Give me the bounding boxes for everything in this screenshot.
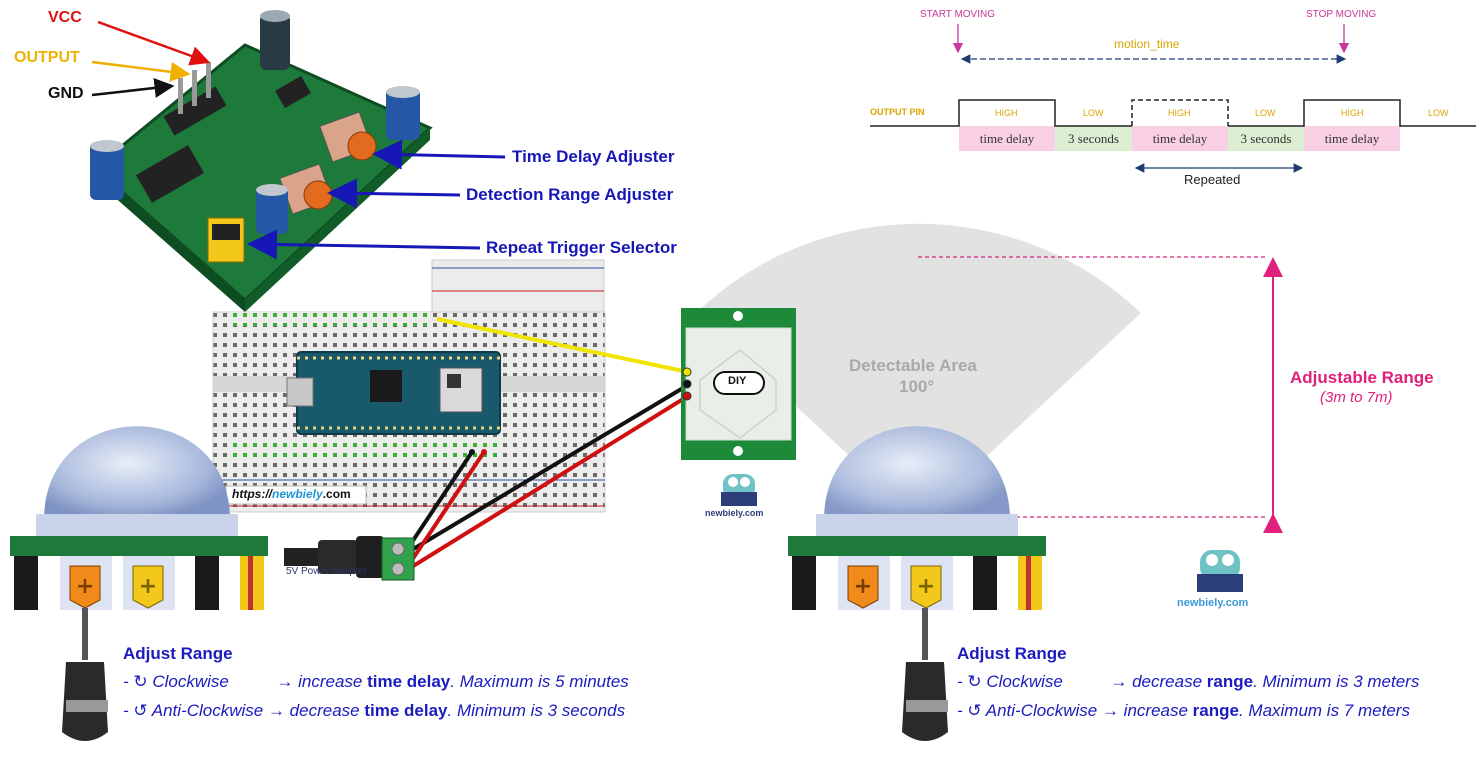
bullet: -	[123, 672, 134, 691]
screwdriver-left	[62, 608, 108, 741]
bullet: -	[957, 672, 968, 691]
adjustable-range-label: Adjustable Range	[1290, 368, 1434, 387]
anticlockwise-icon: ↺	[967, 701, 982, 720]
cw-bold: time delay	[367, 672, 451, 691]
detect-angle-label: 100°	[899, 377, 935, 396]
vcc-wire	[408, 394, 690, 570]
right-adjust-title: Adjust Range	[957, 644, 1067, 663]
acw-action: → decrease	[267, 701, 360, 720]
svg-text:+: +	[917, 574, 935, 599]
output-pin-label: OUTPUT PIN	[870, 107, 925, 117]
stop-moving-label: STOP MOVING	[1306, 9, 1377, 20]
motion-time-label: motion_time	[1114, 37, 1180, 51]
bullet: -	[123, 701, 134, 720]
state-label-2: LOW	[1083, 108, 1104, 118]
diy-logo: DIY	[728, 375, 747, 387]
acw-bold: time delay	[364, 701, 448, 720]
output-label: OUTPUT	[14, 49, 80, 66]
newbiely-watermark-right: newbiely.com	[1177, 597, 1249, 609]
state-label-3: HIGH	[1168, 108, 1191, 118]
url-suffix: .com	[322, 487, 351, 501]
newbiely-url: https://newbiely.com	[232, 487, 351, 501]
box-3-seconds-2: 3 seconds	[1240, 131, 1292, 146]
start-moving-label: START MOVING	[920, 9, 996, 20]
adjustable-range-sub: (3m to 7m)	[1320, 389, 1393, 406]
vcc-label: VCC	[48, 9, 82, 26]
url-brand: newbiely	[272, 487, 323, 501]
anticlockwise-icon: ↺	[133, 701, 148, 720]
box-3-seconds-1: 3 seconds	[1068, 131, 1119, 146]
state-label-5: HIGH	[1341, 108, 1364, 118]
gnd-wire	[408, 383, 690, 553]
acw-label: Anti-Clockwise	[151, 701, 264, 720]
url-prefix: https://	[232, 487, 272, 501]
repeated-label: Repeated	[1184, 172, 1241, 187]
breadboard	[212, 259, 606, 513]
clockwise-icon: ↻	[133, 672, 148, 691]
time-delay-arrow	[372, 139, 506, 170]
right-adjust-cw-line: - ↻ Clockwise → decrease range. Minimum i…	[957, 672, 1419, 692]
state-label-6: LOW	[1428, 108, 1449, 118]
gnd-arrow	[91, 78, 175, 98]
cw-action: → increase	[276, 672, 363, 691]
box-time-delay-1: time delay	[979, 131, 1035, 146]
pir-module-board	[90, 10, 433, 312]
pir-dome-right: + +	[788, 426, 1046, 610]
output-arrow	[91, 60, 191, 82]
pir-sensor-front	[681, 308, 796, 460]
detectable-area-fan	[696, 223, 1141, 521]
range-arrow	[327, 178, 461, 209]
svg-text:+: +	[76, 574, 94, 599]
cw-bold: range	[1206, 672, 1254, 691]
acw-label: Anti-Clockwise	[985, 701, 1098, 720]
acw-rest: . Maximum is 7 meters	[1238, 701, 1410, 720]
box-time-delay-3: time delay	[1324, 131, 1380, 146]
box-time-delay-2: time delay	[1152, 131, 1208, 146]
repeat-trigger-selector-label: Repeat Trigger Selector	[486, 238, 677, 257]
owl-logo-mid	[721, 474, 757, 506]
detectable-area-label: Detectable Area	[849, 356, 977, 375]
newbiely-watermark-mid: newbiely.com	[705, 508, 764, 518]
gnd-wire-board	[406, 450, 474, 550]
right-adjust-acw-line: - ↺ Anti-Clockwise → increase range. Max…	[957, 701, 1410, 721]
cw-label: Clockwise	[986, 672, 1063, 691]
svg-text:+: +	[854, 574, 872, 599]
state-label-4: LOW	[1255, 108, 1276, 118]
acw-action: → increase	[1101, 701, 1188, 720]
vcc-arrow	[97, 20, 211, 66]
detection-range-adjuster-label: Detection Range Adjuster	[466, 185, 674, 204]
left-adjust-cw-line: - ↻ Clockwise → increase time delay. Maxi…	[123, 672, 629, 692]
power-adapter	[284, 536, 415, 581]
timing-diagram	[870, 24, 1476, 173]
svg-text:+: +	[139, 574, 157, 599]
left-adjust-acw-line: - ↺ Anti-Clockwise → decrease time delay…	[123, 701, 625, 721]
cw-label: Clockwise	[152, 672, 229, 691]
repeat-arrow	[247, 229, 481, 260]
pir-dome-left: + +	[10, 426, 268, 610]
clockwise-icon: ↻	[967, 672, 982, 691]
bullet: -	[957, 701, 968, 720]
power-adapter-label: 5V Power Adapter	[286, 566, 367, 577]
screwdriver-right	[902, 608, 948, 741]
acw-rest: . Minimum is 3 seconds	[447, 701, 626, 720]
owl-logo-right	[1197, 550, 1243, 592]
time-delay-adjuster-label: Time Delay Adjuster	[512, 147, 675, 166]
cw-rest: . Maximum is 5 minutes	[450, 672, 629, 691]
state-label-1: HIGH	[995, 108, 1018, 118]
cw-rest: . Minimum is 3 meters	[1253, 672, 1420, 691]
cw-action: → decrease	[1110, 672, 1203, 691]
output-wire	[436, 317, 689, 374]
acw-bold: range	[1192, 701, 1239, 720]
gnd-label: GND	[48, 85, 84, 102]
left-adjust-title: Adjust Range	[123, 644, 233, 663]
vcc-wire-board	[406, 450, 486, 568]
